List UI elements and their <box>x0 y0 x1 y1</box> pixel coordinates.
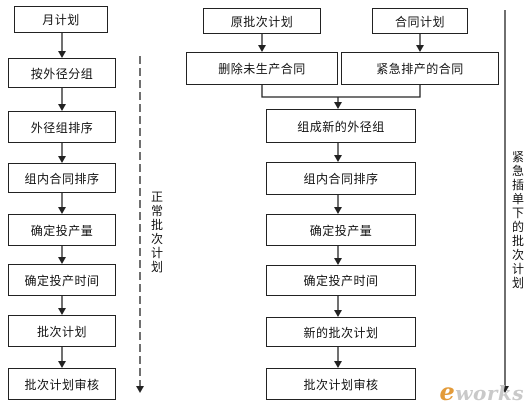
box-left-step-2: 外径组排序 <box>8 111 116 143</box>
box-right-step-5: 批次计划审核 <box>266 368 416 400</box>
box-original-batch-plan: 原批次计划 <box>203 8 321 34</box>
box-right-step-3: 确定投产时间 <box>266 265 416 296</box>
box-left-step-6: 批次计划 <box>8 315 116 347</box>
merge-line <box>261 85 421 98</box>
box-new-diameter-group: 组成新的外径组 <box>266 109 416 143</box>
box-monthly-plan: 月计划 <box>14 6 108 33</box>
box-urgent-contracts: 紧急排产的合同 <box>341 52 499 85</box>
left-side-label: 正常批次计划 <box>150 190 163 274</box>
box-contract-plan: 合同计划 <box>372 8 468 34</box>
box-left-step-3: 组内合同排序 <box>8 163 116 193</box>
box-left-step-5: 确定投产时间 <box>8 264 116 296</box>
box-left-step-7: 批次计划审核 <box>8 368 116 400</box>
box-delete-unproduced: 删除未生产合同 <box>186 52 338 85</box>
box-right-step-2: 确定投产量 <box>266 214 416 246</box>
watermark-logo: eworks <box>439 377 524 406</box>
box-left-step-1: 按外径分组 <box>8 58 116 88</box>
box-right-step-1: 组内合同排序 <box>266 162 416 195</box>
box-right-step-4: 新的批次计划 <box>266 317 416 347</box>
box-left-step-4: 确定投产量 <box>8 214 116 246</box>
right-side-label: 紧急插单下的批次计划 <box>511 150 524 290</box>
